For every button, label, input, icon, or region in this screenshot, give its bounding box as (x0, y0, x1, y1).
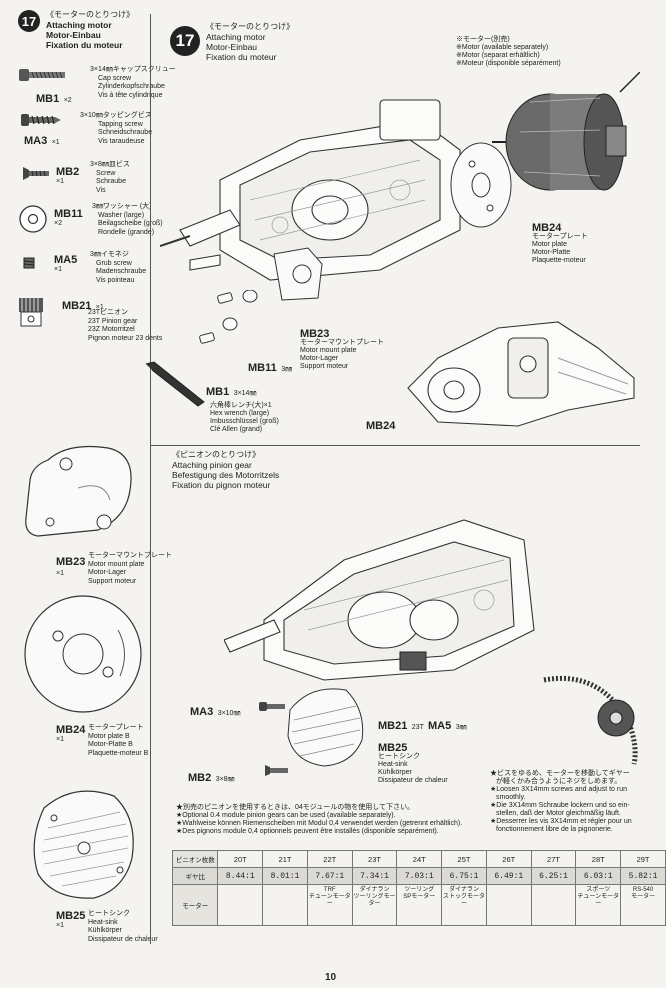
mb2-screw-icon (265, 765, 288, 776)
mb2-callout: MB2 3×8㎜ (188, 772, 235, 784)
part-ma5: MA5 ×1 (54, 254, 78, 273)
mounted-plate-inset-drawing (407, 321, 635, 427)
screws-and-washers-drawing (199, 290, 258, 344)
part-mb11: MB11 ×2 (54, 208, 83, 227)
mb24-inset-label: MB24 (366, 420, 396, 432)
part-mb21: MB21 ×1 (62, 300, 104, 312)
column-divider (150, 14, 151, 944)
motor-mount-plate-drawing (25, 445, 132, 537)
table-cell-teeth: 25T (441, 850, 487, 868)
table-cell-teeth: 21T (262, 850, 308, 868)
left-step-title: 《モーターのとりつけ》 Attaching motor Motor-Einbau… (46, 9, 134, 50)
table-header-ratio: ギヤ比 (171, 867, 219, 885)
tapping-screw-icon (21, 114, 61, 126)
table-cell-motor (217, 884, 264, 926)
part-mb11-desc: 3㎜ワッシャー (大) Washer (large) Beilagscheibe… (92, 203, 163, 236)
part-mb1-desc: 3×14㎜キャップスクリュー Cap screw Zylinderkopfsch… (90, 66, 176, 99)
mb21-callout: MB21 23T (378, 720, 424, 732)
ma3-screw-icon (259, 702, 285, 711)
option-pinion-note: ★別売のピニオンを使用するときは、04モジュールの物を使用して下さい。 ★Opt… (176, 804, 463, 835)
step-badge-main: 17 (170, 26, 200, 56)
table-cell-motor (530, 884, 577, 926)
table-cell-teeth: 24T (396, 850, 443, 868)
adjust-note: ★ビスをゆるめ、モーターを移動してギヤー が軽くかみ合うようにネジをしめます。 … (490, 770, 632, 833)
section-divider (150, 445, 640, 446)
table-cell-teeth: 23T (351, 850, 398, 868)
flat-screw-icon (23, 167, 49, 180)
table-cell-ratio: 8.44:1 (217, 867, 264, 885)
mb11-callout: MB11 3㎜ (248, 362, 293, 374)
part-ma5-desc: 3㎜イモネジ Grub screw Madenschraube Vis poin… (90, 251, 147, 284)
table-cell-motor: ダイナラン ストックモーター (441, 884, 487, 926)
table-cell-ratio: 6.25:1 (530, 867, 577, 885)
main-step-title: 《モーターのとりつけ》 Attaching motor Motor-Einbau… (206, 22, 295, 62)
table-cell-motor: スポーツ チューンモーター (575, 884, 622, 926)
table-cell-ratio: 7.34:1 (351, 867, 398, 885)
table-cell-motor: ダイナラン ツーリングモーター (351, 884, 398, 926)
cap-screw-icon (19, 69, 65, 81)
table-cell-teeth: 26T (485, 850, 532, 868)
table-cell-teeth: 22T (306, 850, 353, 868)
table-cell-ratio: 5.82:1 (620, 867, 666, 885)
plate-mb23-desc: モーターマウントプレート Motor mount plate Motor-Lag… (88, 552, 172, 585)
table-cell-teeth: 29T (620, 850, 666, 868)
mb24-callout: MB24 モータープレート Motor plate Motor-Platte P… (532, 222, 588, 265)
table-cell-ratio: 6.49:1 (485, 867, 532, 885)
pinion-title: 《ピニオンのとりつけ》 Attaching pinion gear Befest… (172, 450, 280, 490)
table-cell-motor (485, 884, 532, 926)
plate-mb24-desc: モータープレート Motor plate B Motor-Platte B Pl… (88, 724, 149, 757)
hex-wrench-icon (145, 361, 205, 407)
gearbox-assembly-drawing (160, 99, 461, 281)
spur-gear-drawing (543, 675, 638, 765)
table-cell-teeth: 28T (575, 850, 622, 868)
table-cell-ratio: 7.67:1 (306, 867, 353, 885)
table-header-motor: モーター (171, 884, 219, 926)
motor-note: ※モーター(別売) ※Motor (available separately) … (456, 36, 561, 67)
plate-mb24: MB24 ×1 (56, 724, 86, 743)
table-cell-motor: TRF チューンモーター (306, 884, 353, 926)
motor-drawing (492, 72, 640, 191)
grub-screw-icon (23, 257, 35, 269)
part-ma3: MA3 ×1 (24, 135, 60, 147)
title-jp: 《モーターのとりつけ》 (46, 10, 135, 19)
mount-plate-drawing (273, 247, 323, 301)
table-cell-ratio: 6.03:1 (575, 867, 622, 885)
mb1-callout: MB1 3×14㎜ (206, 386, 257, 398)
mb25-callout: MB25 ヒートシンク Heat-sink Kühlkörper Dissipa… (378, 742, 448, 785)
part-mb2: MB2 ×1 (56, 166, 80, 185)
plate-mb25-desc: ヒートシンク Heat-sink Kühlkörper Dissipateur … (88, 910, 158, 943)
washer-icon (19, 205, 47, 233)
plate-mb25: MB25 ×1 (56, 910, 86, 929)
table-cell-teeth: 20T (217, 850, 264, 868)
mb23-callout: MB23 モーターマウントプレート Motor mount plate Moto… (300, 328, 384, 371)
table-cell-motor: ツーリング SPモーター (396, 884, 443, 926)
table-cell-ratio: 8.01:1 (262, 867, 308, 885)
table-cell-motor: RS-540 モーター (620, 884, 666, 926)
ma5-callout: MA5 3㎜ (428, 720, 467, 732)
heat-sink-drawing (33, 790, 134, 899)
part-mb2-desc: 3×8㎜皿ビス Screw Schraube Vis (90, 161, 130, 194)
table-cell-ratio: 6.75:1 (441, 867, 487, 885)
part-ma3-desc: 3×10㎜タッピングビス Tapping screw Schneidschrau… (80, 112, 153, 145)
part-mb1: MB1 ×2 (36, 93, 72, 105)
part-mb21-desc: 23Tピニオン 23T Pinion gear 23Z Motorritzel … (88, 309, 163, 342)
pinion-gear-icon (19, 298, 43, 327)
step-badge: 17 (18, 10, 40, 32)
title-en: Attaching motor (46, 20, 112, 30)
table-cell-ratio: 7.03:1 (396, 867, 443, 885)
motor-plate-disc (450, 142, 512, 228)
title-de: Motor-Einbau (46, 30, 101, 40)
table-header-pinion: ピニオン枚数 (171, 850, 219, 868)
title-fr: Fixation du moteur (46, 40, 123, 50)
plate-mb23: MB23 ×1 (56, 556, 86, 577)
pinion-assembly-drawing (224, 519, 535, 681)
table-cell-teeth: 27T (530, 850, 577, 868)
hex-wrench-label: 六角棒レンチ(大)×1 Hex wrench (large) Imbusschl… (210, 402, 279, 433)
page-number: 10 (325, 972, 337, 983)
ma3-callout: MA3 3×10㎜ (190, 706, 241, 718)
table-cell-motor (262, 884, 308, 926)
heat-sink-mounted-drawing (287, 688, 364, 767)
motor-plate-drawing (24, 595, 142, 713)
